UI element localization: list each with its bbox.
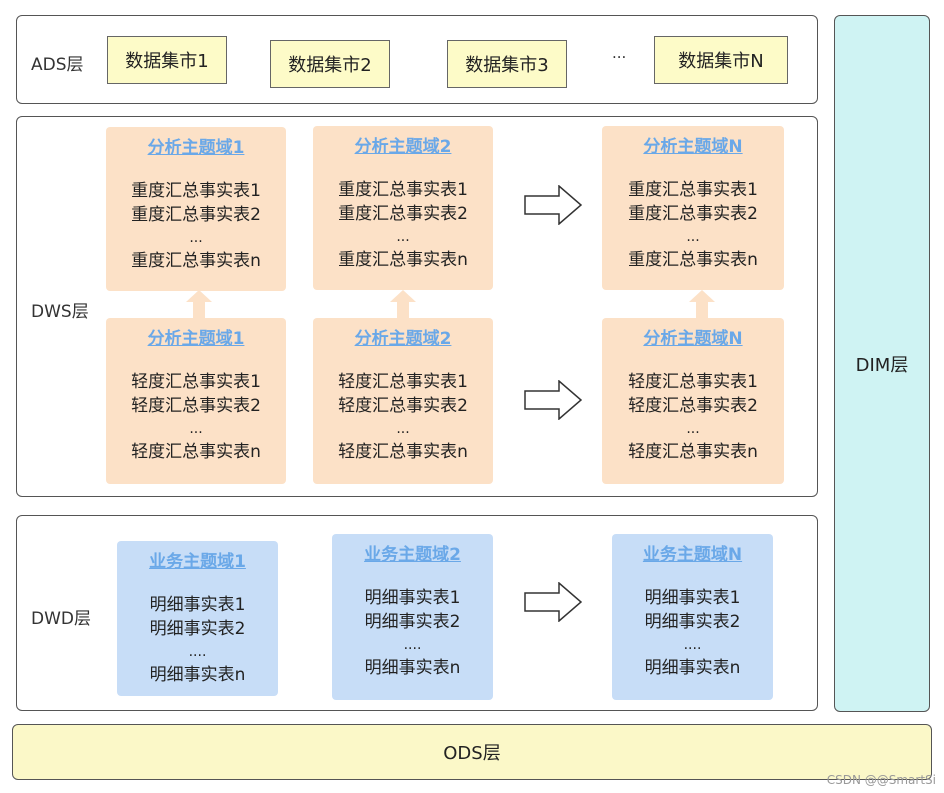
up-arrow-icon [689,290,715,320]
up-arrow-icon [390,290,416,320]
light-summary-domain-2: 分析主题域2 轻度汇总事实表1 轻度汇总事实表2 ... 轻度汇总事实表n [313,318,493,484]
table-row: 轻度汇总事实表2 [131,396,261,416]
mart-ellipsis: ... [612,44,627,62]
table-row: 明细事实表2 [149,619,246,639]
dim-layer: DIM层 [834,15,930,712]
table-row: 明细事实表2 [364,612,461,632]
table-row: ... [189,230,203,246]
watermark: CSDN @@SmartSi [826,773,936,787]
ads-layer-label: ADS层 [31,55,84,75]
table-row: 明细事实表1 [149,595,246,615]
domain-title: 分析主题域1 [147,329,245,349]
table-row: 重度汇总事实表n [628,250,758,270]
table-row: 明细事实表1 [644,588,741,608]
domain-title: 分析主题域N [643,329,743,349]
business-domain-1: 业务主题域1 明细事实表1 明细事实表2 .... 明细事实表n [117,541,278,696]
domain-title: 业务主题域N [642,545,743,565]
right-arrow-icon [524,582,582,622]
table-row: 重度汇总事实表1 [338,180,468,200]
table-row: 重度汇总事实表n [338,250,468,270]
data-mart-1: 数据集市1 [107,36,227,84]
table-row: ... [686,421,700,437]
dwd-layer-label: DWD层 [31,609,91,629]
table-row: ... [396,229,410,245]
domain-title: 分析主题域2 [354,137,452,157]
ods-layer: ODS层 [12,724,932,780]
domain-title: 分析主题域1 [147,138,245,158]
table-row: 明细事实表1 [364,588,461,608]
dws-layer-label: DWS层 [31,302,89,322]
domain-title: 业务主题域2 [364,545,461,565]
business-domain-n: 业务主题域N 明细事实表1 明细事实表2 .... 明细事实表n [612,534,773,700]
table-row: 轻度汇总事实表1 [131,372,261,392]
business-domain-2: 业务主题域2 明细事实表1 明细事实表2 .... 明细事实表n [332,534,493,700]
ods-layer-label: ODS层 [443,743,501,764]
table-row: 明细事实表2 [644,612,741,632]
data-mart-n: 数据集市N [654,36,788,84]
table-row: 重度汇总事实表1 [131,181,261,201]
table-row: 明细事实表n [644,658,741,678]
light-summary-domain-n: 分析主题域N 轻度汇总事实表1 轻度汇总事实表2 ... 轻度汇总事实表n [602,318,784,484]
domain-title: 分析主题域2 [354,329,452,349]
table-row: 明细事实表n [149,665,246,685]
table-row: ... [189,421,203,437]
table-row: 轻度汇总事实表1 [338,372,468,392]
table-row: 轻度汇总事实表2 [628,396,758,416]
table-row: 轻度汇总事实表n [131,442,261,462]
table-row: 轻度汇总事实表n [628,442,758,462]
heavy-summary-domain-1: 分析主题域1 重度汇总事实表1 重度汇总事实表2 ... 重度汇总事实表n [106,127,286,291]
heavy-summary-domain-n: 分析主题域N 重度汇总事实表1 重度汇总事实表2 ... 重度汇总事实表n [602,126,784,290]
table-row: .... [683,637,702,653]
domain-title: 业务主题域1 [149,552,246,572]
table-row: ... [686,229,700,245]
table-row: 轻度汇总事实表2 [338,396,468,416]
table-row: 重度汇总事实表1 [628,180,758,200]
ads-layer: ADS层 数据集市1 数据集市2 数据集市3 ... 数据集市N [16,15,818,104]
heavy-summary-domain-2: 分析主题域2 重度汇总事实表1 重度汇总事实表2 ... 重度汇总事实表n [313,126,493,290]
table-row: .... [188,644,207,660]
table-row: 明细事实表n [364,658,461,678]
domain-title: 分析主题域N [643,137,743,157]
table-row: 轻度汇总事实表n [338,442,468,462]
up-arrow-icon [186,290,212,320]
light-summary-domain-1: 分析主题域1 轻度汇总事实表1 轻度汇总事实表2 ... 轻度汇总事实表n [106,318,286,484]
table-row: ... [396,421,410,437]
data-mart-3: 数据集市3 [447,40,567,88]
right-arrow-icon [524,380,582,420]
table-row: 轻度汇总事实表1 [628,372,758,392]
table-row: .... [403,637,422,653]
table-row: 重度汇总事实表n [131,251,261,271]
data-mart-2: 数据集市2 [270,40,390,88]
table-row: 重度汇总事实表2 [628,204,758,224]
table-row: 重度汇总事实表2 [338,204,468,224]
right-arrow-icon [524,185,582,225]
dim-layer-label: DIM层 [855,354,909,376]
table-row: 重度汇总事实表2 [131,205,261,225]
